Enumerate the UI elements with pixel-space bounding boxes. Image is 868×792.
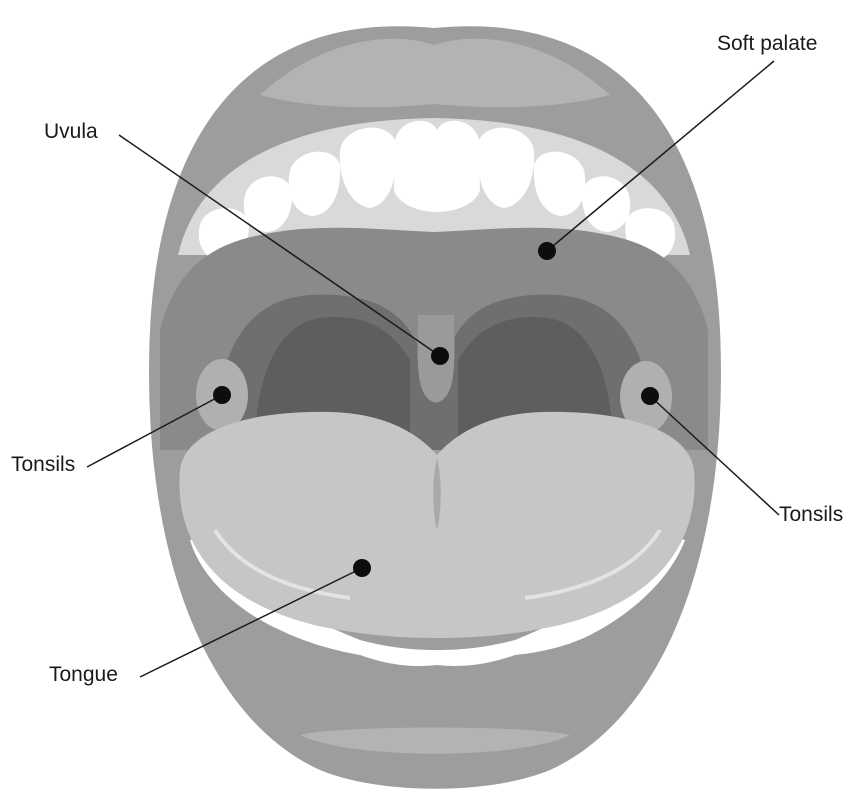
upper-tooth: [394, 121, 437, 212]
marker-dot-tonsils-left: [213, 386, 231, 404]
marker-dot-uvula: [431, 347, 449, 365]
marker-dot-tonsils-right: [641, 387, 659, 405]
label-soft-palate: Soft palate: [717, 33, 817, 54]
marker-dot-soft-palate: [538, 242, 556, 260]
marker-dot-tongue: [353, 559, 371, 577]
label-uvula: Uvula: [44, 121, 98, 142]
upper-tooth: [437, 121, 480, 212]
label-tonsils-left: Tonsils: [11, 454, 75, 475]
label-tonsils-right: Tonsils: [779, 504, 843, 525]
label-tongue: Tongue: [49, 664, 118, 685]
